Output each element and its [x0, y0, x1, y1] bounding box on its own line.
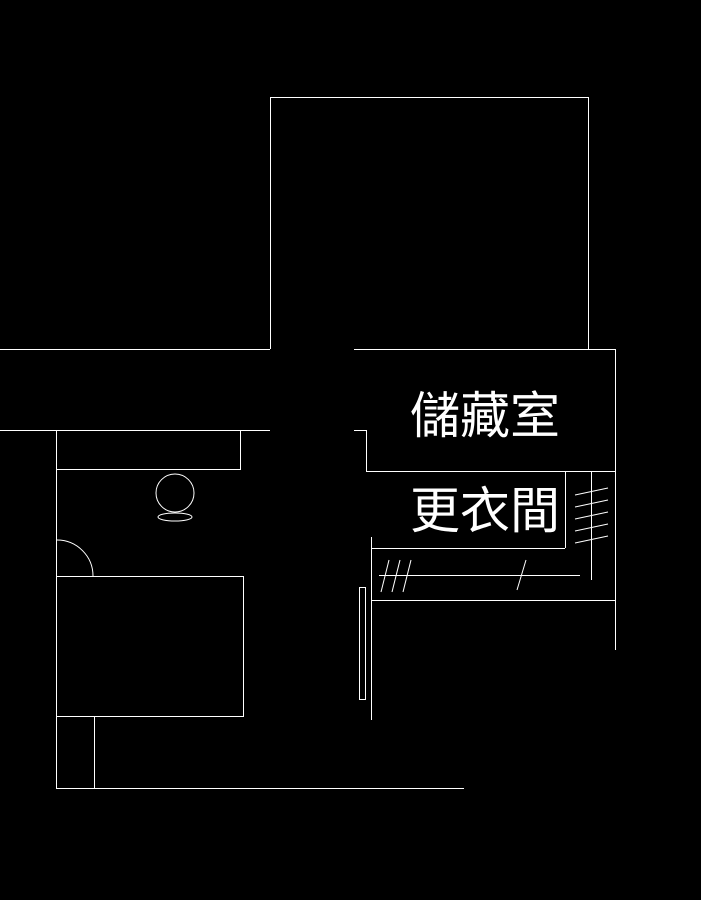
- sliding-door-panel: [359, 587, 366, 700]
- closet-walls: [371, 471, 615, 720]
- storage-room-walls: [354, 349, 616, 650]
- storage-room-label: 儲藏室: [410, 387, 560, 445]
- bed: [56, 576, 244, 717]
- left-room-walls: [56, 430, 464, 789]
- closet-room-label: 更衣間: [410, 482, 560, 540]
- closet-side-shelf-hatch: [574, 487, 609, 544]
- toilet-symbol: [155, 473, 195, 522]
- upper-room-outline: [270, 97, 589, 349]
- closet-hanger-rail: [379, 559, 580, 593]
- door-swing-arc: [56, 539, 94, 577]
- left-corridor-wall: [0, 349, 270, 431]
- wall-cabinet: [56, 430, 241, 470]
